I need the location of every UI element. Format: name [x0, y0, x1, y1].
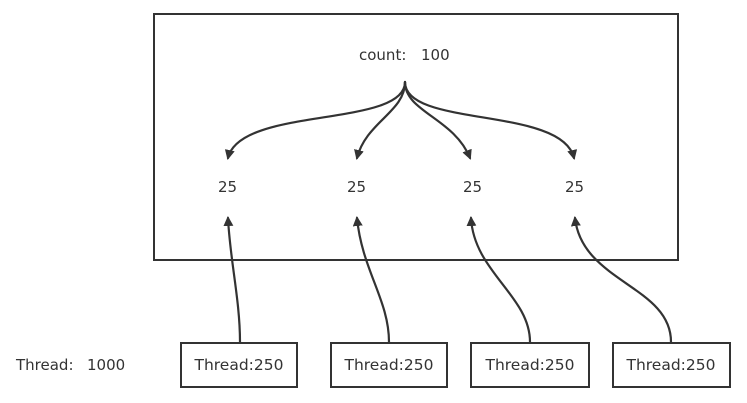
- total-threads-key: Thread:: [15, 356, 74, 374]
- partition-value-2: 25: [347, 178, 366, 196]
- thread-group-box-3: Thread:250: [470, 342, 590, 388]
- thread-group-box-2: Thread:250: [330, 342, 448, 388]
- count-value: 100: [421, 46, 450, 64]
- partition-value-3: 25: [463, 178, 482, 196]
- partition-value-4: 25: [565, 178, 584, 196]
- thread-group-box-4: Thread:250: [612, 342, 731, 388]
- split-arrow-2: [354, 80, 407, 160]
- total-threads-label: Thread: 1000: [15, 356, 125, 374]
- partition-value-1: 25: [218, 178, 237, 196]
- count-label: count: 100: [359, 46, 450, 64]
- split-arrow-4: [403, 80, 578, 160]
- count-key: count:: [359, 46, 406, 64]
- thread-arrow-2: [352, 216, 391, 344]
- thread-group-label-3: Thread:250: [484, 356, 574, 374]
- thread-group-box-1: Thread:250: [180, 342, 298, 388]
- thread-group-label-2: Thread:250: [343, 356, 433, 374]
- total-threads-value: 1000: [87, 356, 125, 374]
- thread-arrow-3: [466, 216, 532, 344]
- thread-arrow-4: [570, 216, 673, 344]
- split-arrow-1: [224, 80, 407, 160]
- thread-group-label-1: Thread:250: [193, 356, 283, 374]
- thread-group-label-4: Thread:250: [625, 356, 715, 374]
- shared-counter-container: [153, 13, 679, 261]
- thread-arrow-1: [223, 216, 242, 344]
